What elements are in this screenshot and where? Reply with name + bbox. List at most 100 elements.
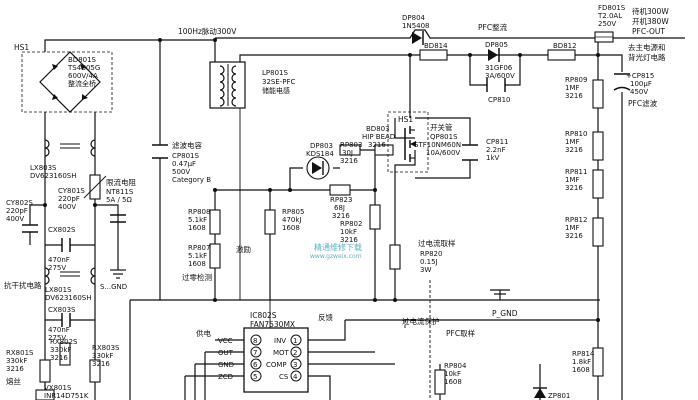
label-pfc-filter: PFC滤波 <box>628 98 658 108</box>
svg-text:滤波电容: 滤波电容 <box>172 140 202 150</box>
svg-text:RP810: RP810 <box>565 130 587 138</box>
svg-text:PFC-OUT: PFC-OUT <box>632 27 665 36</box>
svg-text:PFC滤波: PFC滤波 <box>628 98 658 108</box>
svg-text:开机380W: 开机380W <box>632 16 669 26</box>
svg-text:1608: 1608 <box>282 224 300 232</box>
svg-text:INR14D751K: INR14D751K <box>44 392 89 400</box>
svg-text:100μF: 100μF <box>630 80 652 88</box>
resistor-rp823 <box>329 184 351 196</box>
label-rp803: RP803 30J 3216 <box>340 141 362 165</box>
resistor-rp803 <box>339 144 361 156</box>
resistors-rx80x <box>39 342 101 383</box>
svg-text:220pF: 220pF <box>6 207 28 215</box>
label-bd812: BD812 <box>553 42 577 50</box>
label-pfc-sample: PFC取样 <box>446 328 476 338</box>
svg-text:100Hz脉动300V: 100Hz脉动300V <box>178 26 237 36</box>
svg-text:5.1kF: 5.1kF <box>188 216 207 224</box>
svg-text:1608: 1608 <box>188 260 206 268</box>
capacitor-cx802s <box>45 238 95 252</box>
pin-name-zcd: ZCD <box>218 373 233 381</box>
capacitor-cy801s <box>110 214 126 223</box>
svg-text:220pF: 220pF <box>58 195 80 203</box>
label-rx801s: RX801S 330kF 3216 <box>6 349 34 373</box>
svg-text:背光灯电路: 背光灯电路 <box>628 52 666 62</box>
svg-text:KDS184: KDS184 <box>306 150 334 158</box>
svg-text:275V: 275V <box>48 334 66 342</box>
svg-text:1608: 1608 <box>444 378 462 386</box>
label-pfc-rect: PFC整流 <box>478 22 508 32</box>
label-rp808: RP808 5.1kF 1608 <box>188 208 210 232</box>
pin-name-comp: COMP <box>266 361 287 369</box>
ic-pins-right: 1 INV 2 MOT 3 COMP 4 CS <box>266 334 302 382</box>
label-limit-res: 限流电阻 <box>106 177 136 187</box>
svg-text:IC802S: IC802S <box>250 311 277 320</box>
capacitor-cp801s <box>152 144 168 159</box>
label-lp801s: LP801S 32SE-PFC 储能电感 <box>262 69 296 95</box>
label-hs1-mid: HS1 <box>398 115 413 124</box>
svg-text:ZP801: ZP801 <box>548 392 570 400</box>
svg-text:FD801S: FD801S <box>598 4 626 12</box>
svg-text:1MF: 1MF <box>565 176 580 184</box>
label-bd801s: BD801S TS4B05G 600V/4A 整流全桥 <box>67 56 100 88</box>
svg-text:+CP815: +CP815 <box>626 72 654 80</box>
capacitor-cx803s <box>45 313 95 327</box>
svg-text:熔丝: 熔丝 <box>6 376 21 386</box>
svg-text:CP801S: CP801S <box>172 152 199 160</box>
svg-text:3216: 3216 <box>340 157 358 165</box>
label-cy801s: CY801S 220pF 400V <box>58 187 85 211</box>
svg-text:10kF: 10kF <box>444 370 461 378</box>
svg-text:250V: 250V <box>598 20 616 28</box>
bead-bd814 <box>419 49 448 61</box>
pin-num-2: 2 <box>293 349 297 357</box>
svg-text:3216: 3216 <box>332 212 350 220</box>
label-rp807: RP807 5.1kF 1608 <box>188 244 210 268</box>
svg-text:DV623160SH: DV623160SH <box>45 294 91 302</box>
svg-text:QP801S: QP801S <box>430 133 458 141</box>
svg-text:限流电阻: 限流电阻 <box>106 177 136 187</box>
label-oc-sample: 过电流取样 <box>418 238 456 248</box>
label-rp809: RP809 1MF 3216 <box>565 76 587 100</box>
pin-name-vcc: VCC <box>218 337 233 345</box>
svg-text:HIP BEAD: HIP BEAD <box>362 133 395 141</box>
label-hs1-left: HS1 <box>14 43 29 52</box>
svg-text:330kF: 330kF <box>92 352 113 360</box>
zener-zp801 <box>533 387 547 398</box>
wiring <box>29 29 685 400</box>
ground-symbol-pgnd <box>490 289 510 295</box>
svg-text:RX801S: RX801S <box>6 349 34 357</box>
svg-text:PFC取样: PFC取样 <box>446 328 476 338</box>
svg-text:5.1kF: 5.1kF <box>188 252 207 260</box>
svg-text:开关管: 开关管 <box>430 122 453 132</box>
svg-text:3216: 3216 <box>565 146 583 154</box>
svg-text:VX801S: VX801S <box>44 384 72 392</box>
label-cx802s: CX802S 470nF 275V <box>48 226 76 272</box>
choke-lx803s <box>44 139 96 157</box>
svg-text:CP811: CP811 <box>486 138 508 146</box>
svg-text:HS1: HS1 <box>14 43 29 52</box>
svg-text:待机300W: 待机300W <box>632 6 669 16</box>
svg-text:330kF: 330kF <box>50 346 71 354</box>
svg-text:1608: 1608 <box>572 366 590 374</box>
svg-text:LX803S: LX803S <box>30 164 57 172</box>
label-to-main: 去主电源和 背光灯电路 <box>628 42 666 62</box>
label-switch-tube: 开关管 <box>430 122 453 132</box>
label-dp803: DP803 KDS184 <box>306 142 334 158</box>
svg-text:RP804: RP804 <box>444 362 467 370</box>
svg-text:整流全桥: 整流全桥 <box>68 79 96 88</box>
svg-text:RP803: RP803 <box>340 141 362 149</box>
label-cx803s: CX803S 470nF 275V <box>48 306 76 342</box>
resistor-column-right <box>592 79 604 377</box>
svg-text:S...GND: S...GND <box>100 283 127 291</box>
label-drive: 100Hz脉动300V <box>178 26 237 36</box>
svg-text:供电: 供电 <box>196 328 211 338</box>
label-cp801s: CP801S 0.47μF 500V Category B <box>172 152 211 184</box>
pin-num-7: 7 <box>253 349 257 357</box>
bridge-rectifier-bd801s <box>21 51 113 113</box>
label-oc-protect: 过电流保护 <box>402 316 440 326</box>
svg-text:CY802S: CY802S <box>6 199 33 207</box>
label-rp811: RP811 1MF 3216 <box>565 168 587 192</box>
svg-text:3216: 3216 <box>92 360 110 368</box>
pin-name-cs: CS <box>279 373 289 381</box>
label-rp805: RP805 470kJ 1608 <box>282 208 304 232</box>
